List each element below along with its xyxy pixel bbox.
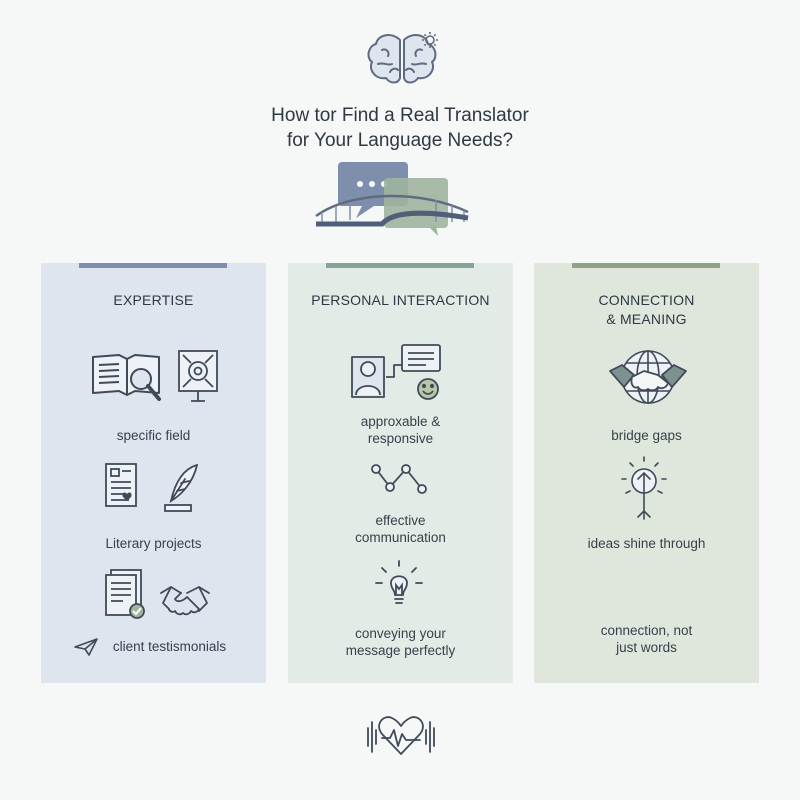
item-label-connection-not-just-words: connection, not just words xyxy=(600,623,693,655)
column-connection-meaning: CONNECTION & MEANING bridge gaps ideas s… xyxy=(534,263,759,683)
column-heading: EXPERTISE xyxy=(113,292,194,308)
page-title: How tor Find a Real Translator for Your … xyxy=(150,103,650,153)
item-label-ideas-shine-through: ideas shine through xyxy=(587,536,706,551)
brain-gear-icon xyxy=(367,32,438,84)
title-line-1: How tor Find a Real Translator xyxy=(271,105,529,126)
item-label-specific-field: specific field xyxy=(116,428,191,443)
connected-nodes-icon xyxy=(371,464,427,494)
item-label-literary-projects: Literary projects xyxy=(105,536,202,551)
column-accent-bar xyxy=(572,263,720,268)
radiating-arrow-icon xyxy=(621,456,667,520)
handshake-icon xyxy=(160,586,210,616)
item-label-approachable: approxable & responsive xyxy=(360,414,441,446)
speech-bubble-bridge-icon xyxy=(315,162,469,236)
lightbulb-icon xyxy=(375,560,423,604)
document-icon xyxy=(105,463,137,507)
globe-handshake-icon xyxy=(609,350,687,404)
open-book-magnifier-icon xyxy=(92,354,161,401)
title-line-2: for Your Language Needs? xyxy=(286,130,514,151)
checked-documents-icon xyxy=(105,569,145,619)
column-accent-bar xyxy=(79,263,227,268)
quill-pen-icon xyxy=(164,463,199,512)
column-heading: CONNECTION & MEANING xyxy=(598,292,695,327)
item-label-effective-communication: effective communication xyxy=(355,513,446,545)
column-expertise: EXPERTISE specific field xyxy=(41,263,266,683)
column-personal-interaction: PERSONAL INTERACTION approxable & respon… xyxy=(288,263,513,683)
item-label-bridge-gaps: bridge gaps xyxy=(611,428,682,443)
column-accent-bar xyxy=(326,263,474,268)
item-label-conveying-message: conveying your message perfectly xyxy=(345,626,456,658)
column-heading: PERSONAL INTERACTION xyxy=(311,292,490,308)
target-board-icon xyxy=(178,350,218,402)
person-chat-smiley-icon xyxy=(351,344,441,400)
heart-soundwave-icon xyxy=(367,716,435,755)
paper-plane-icon xyxy=(74,638,98,656)
item-label-client-testimonials: client testismonials xyxy=(112,639,227,654)
